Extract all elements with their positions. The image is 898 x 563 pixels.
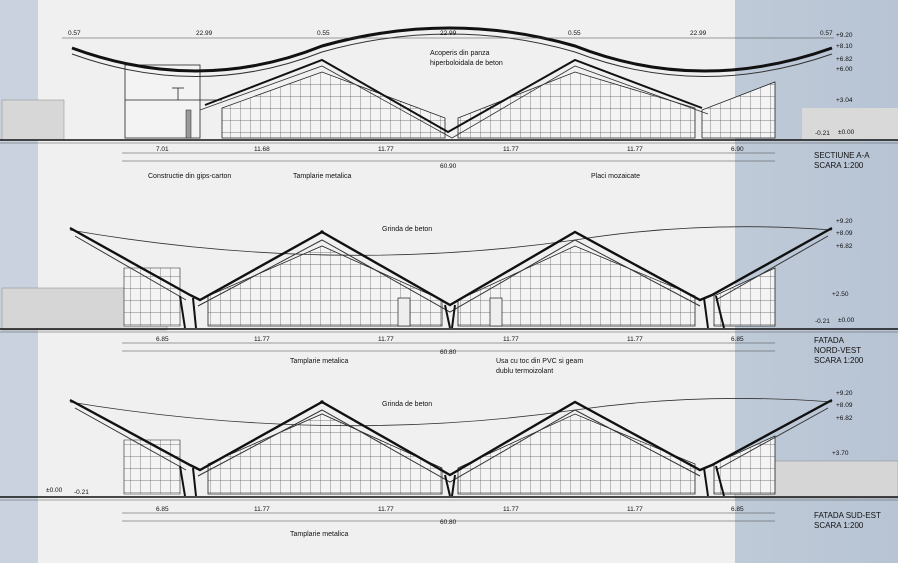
note-mosaic: Placi mozaicate	[591, 173, 640, 180]
nv-note-metal: Tamplarie metalica	[290, 358, 348, 365]
nv-level-4: +2.50	[832, 291, 849, 298]
se-dim-5: 11.77	[627, 506, 643, 513]
se-dim-4: 11.77	[503, 506, 519, 513]
se-total: 60.80	[440, 519, 457, 526]
se-level-6: -0.21	[74, 489, 89, 496]
nv-title-1: FATADA	[814, 336, 845, 345]
top-dim-4: 22.99	[440, 30, 457, 37]
glazing-bay-1	[221, 71, 446, 139]
bottom-dim-2: 11.68	[254, 146, 270, 153]
roof-shell	[71, 26, 833, 73]
section-scale: SCARA 1:200	[814, 161, 864, 170]
se-level-3: +6.82	[836, 415, 853, 422]
se-note-metal: Tamplarie metalica	[290, 531, 348, 538]
nv-level-2: +8.09	[836, 230, 853, 237]
nv-total: 60.80	[440, 349, 457, 356]
facade-se-drawing: Grinda de beton +9.20 +8.09 +6.82 +3.70 …	[0, 390, 898, 538]
glazing-bay-3	[701, 81, 776, 139]
nv-dim-6: 6.85	[731, 336, 744, 343]
se-title: FATADA SUD-EST	[814, 511, 881, 520]
nv-dim-1: 6.85	[156, 336, 169, 343]
facade-nv-drawing: Grinda de beton +9.20 +8.09 +6.82 +2.50 …	[0, 218, 898, 375]
total-dim: 60.90	[440, 163, 457, 170]
nv-scale: SCARA 1:200	[814, 356, 864, 365]
se-level-1: +9.20	[836, 390, 853, 397]
pvc-door-1	[397, 297, 411, 327]
concrete-arches	[204, 58, 703, 134]
bottom-dim-1: 7.01	[156, 146, 169, 153]
top-dim-6: 22.99	[690, 30, 707, 37]
adjacent-building-left	[1, 99, 65, 141]
nv-dim-5: 11.77	[627, 336, 643, 343]
top-dim-2: 22.99	[196, 30, 213, 37]
nv-level-1: +9.20	[836, 218, 853, 225]
bottom-dim-6: 6.90	[731, 146, 744, 153]
adjacent-building-right	[802, 108, 898, 140]
level-1: +9.20	[836, 32, 853, 39]
level-2: +8.10	[836, 43, 853, 50]
level-5: +3.04	[836, 97, 853, 104]
nv-title-2: NORD-VEST	[814, 346, 861, 355]
nv-note-door-2: dublu termoizolant	[496, 368, 553, 375]
nv-note-door-1: Usa cu toc din PVC si geam	[496, 358, 583, 365]
concrete-beams-nv	[69, 226, 833, 307]
level-4: +6.00	[836, 66, 853, 73]
beam-note-se: Grinda de beton	[382, 401, 432, 408]
top-dim-1: 0.57	[68, 30, 81, 37]
nv-dim-2: 11.77	[254, 336, 270, 343]
se-level-4: +3.70	[832, 450, 849, 457]
se-dim-6: 6.85	[731, 506, 744, 513]
roof-note-1: Acoperis din panza	[430, 50, 490, 57]
glazing-bay-se-2	[457, 413, 696, 495]
se-level-5: ±0.00	[46, 487, 63, 494]
roof-note-2: hiperboloidala de beton	[430, 60, 503, 67]
top-dim-3: 0.55	[317, 30, 330, 37]
bottom-dim-4: 11.77	[503, 146, 519, 153]
glazing-bay-2	[457, 71, 696, 139]
level-6: -0.21	[815, 130, 830, 137]
note-gypsum: Constructie din gips-carton	[148, 173, 231, 180]
nv-level-6: ±0.00	[838, 317, 855, 324]
bottom-dim-5: 11.77	[627, 146, 643, 153]
se-dim-2: 11.77	[254, 506, 270, 513]
se-dim-1: 6.85	[156, 506, 169, 513]
roof-edge-curve	[69, 226, 833, 256]
section-aa-drawing: 0.57 22.99 0.55 22.99 0.55 22.99 0.57 Ac…	[0, 26, 898, 180]
nv-level-3: +6.82	[836, 243, 853, 250]
top-dim-7: 0.57	[820, 30, 833, 37]
nv-level-5: -0.21	[815, 318, 830, 325]
concrete-beams-se	[69, 398, 833, 477]
left-margin-band	[0, 0, 38, 563]
se-scale: SCARA 1:200	[814, 521, 864, 530]
top-dim-5: 0.55	[568, 30, 581, 37]
level-7: ±0.00	[838, 129, 855, 136]
se-level-2: +8.09	[836, 402, 853, 409]
pvc-door-2	[489, 297, 503, 327]
note-metal-joinery: Tamplarie metalica	[293, 173, 351, 180]
glazing-bay-nv-2	[457, 245, 696, 327]
section-title: SECTIUNE A-A	[814, 151, 870, 160]
nv-dim-3: 11.77	[378, 336, 394, 343]
se-dim-3: 11.77	[378, 506, 394, 513]
level-3: +6.82	[836, 56, 853, 63]
beam-note-nv: Grinda de beton	[382, 226, 432, 233]
glazing-bay-se-1	[207, 413, 443, 495]
nv-dim-4: 11.77	[503, 336, 519, 343]
bottom-dim-3: 11.77	[378, 146, 394, 153]
